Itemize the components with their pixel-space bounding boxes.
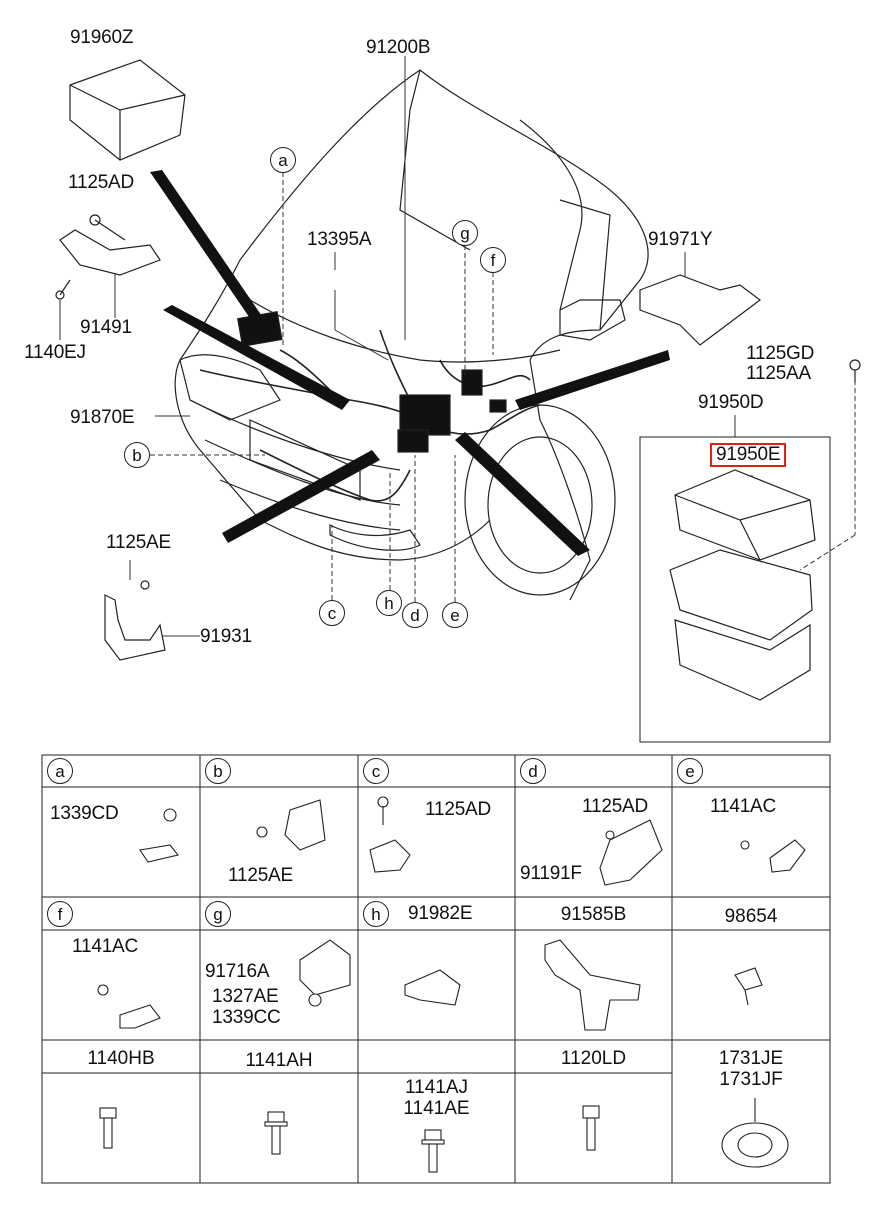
callout-a: a [270,147,296,173]
relay-91971Y [639,274,761,346]
bolt-1140HB [99,1107,117,1149]
table-key-c: c [363,758,389,784]
part-1125AE: 1125AE [228,865,294,886]
bolt-1141AJ [421,1129,445,1173]
bolt-1120LD [582,1105,600,1151]
part-1125AD-d: 1125AD [582,796,649,817]
table-key-b: b [205,758,231,784]
part-1339CC: 1339CC [212,1007,281,1028]
wiring-harness [199,369,541,435]
bolt-1141AH [264,1111,288,1155]
callout-h: h [376,590,402,616]
label-13395A: 13395A [307,229,372,250]
side-mirror [559,299,626,341]
header-1141AE: 1141AE [403,1098,470,1119]
part-1125AD-c: 1125AD [425,799,492,820]
header-1731JE: 1731JE [718,1048,784,1069]
header-91585B: 91585B [560,904,627,925]
leader-stripe [150,170,268,330]
label-91950E: 91950E [710,443,787,467]
callout-g: g [452,220,478,246]
header-1141AJ: 1141AJ [404,1077,469,1098]
header-1141AH: 1141AH [245,1050,313,1071]
header-1140HB: 1140HB [87,1048,155,1069]
header-91982E: 91982E [408,903,473,924]
callout-c: c [319,600,345,626]
label-91931: 91931 [200,626,252,647]
part-91716A: 91716A [205,961,270,982]
front-wheel [464,404,616,596]
callout-b: b [124,442,150,468]
part-1141AC-f: 1141AC [72,936,139,957]
table-key-d: d [520,758,546,784]
label-1125AD-top: 1125AD [68,172,135,193]
table-key-e: e [677,758,703,784]
label-1125AE-left: 1125AE [106,532,172,553]
part-1327AE: 1327AE [212,986,279,1007]
part-91191F: 91191F [520,863,582,884]
callout-f: f [480,247,506,273]
header-98654: 98654 [724,906,778,927]
table-key-a: a [47,758,73,784]
callout-d: d [402,602,428,628]
label-91960Z: 91960Z [70,27,134,48]
label-91950D: 91950D [698,392,764,413]
bracket-91491 [59,229,161,276]
fusebox-cover [674,469,816,561]
fusebox-body [669,549,813,641]
part-1141AC-e: 1141AC [710,796,777,817]
part-1339CD: 1339CD [50,803,119,824]
label-1125AA: 1125AA [746,363,812,384]
label-91870E: 91870E [70,407,135,428]
label-1125GD: 1125GD [746,343,815,364]
header-1731JF: 1731JF [719,1069,783,1090]
cover-91960Z [69,59,186,161]
table-key-g: g [205,901,231,927]
strap-91931 [104,594,166,661]
header-1120LD: 1120LD [560,1048,627,1069]
car-body-outline [239,69,649,601]
label-91200B: 91200B [366,37,431,58]
grommet-1731JE [721,1098,789,1168]
label-91971Y: 91971Y [648,229,713,250]
callout-e: e [442,602,468,628]
label-91491: 91491 [80,317,132,338]
table-key-f: f [47,901,73,927]
table-key-h: h [363,901,389,927]
label-1140EJ: 1140EJ [24,342,86,363]
